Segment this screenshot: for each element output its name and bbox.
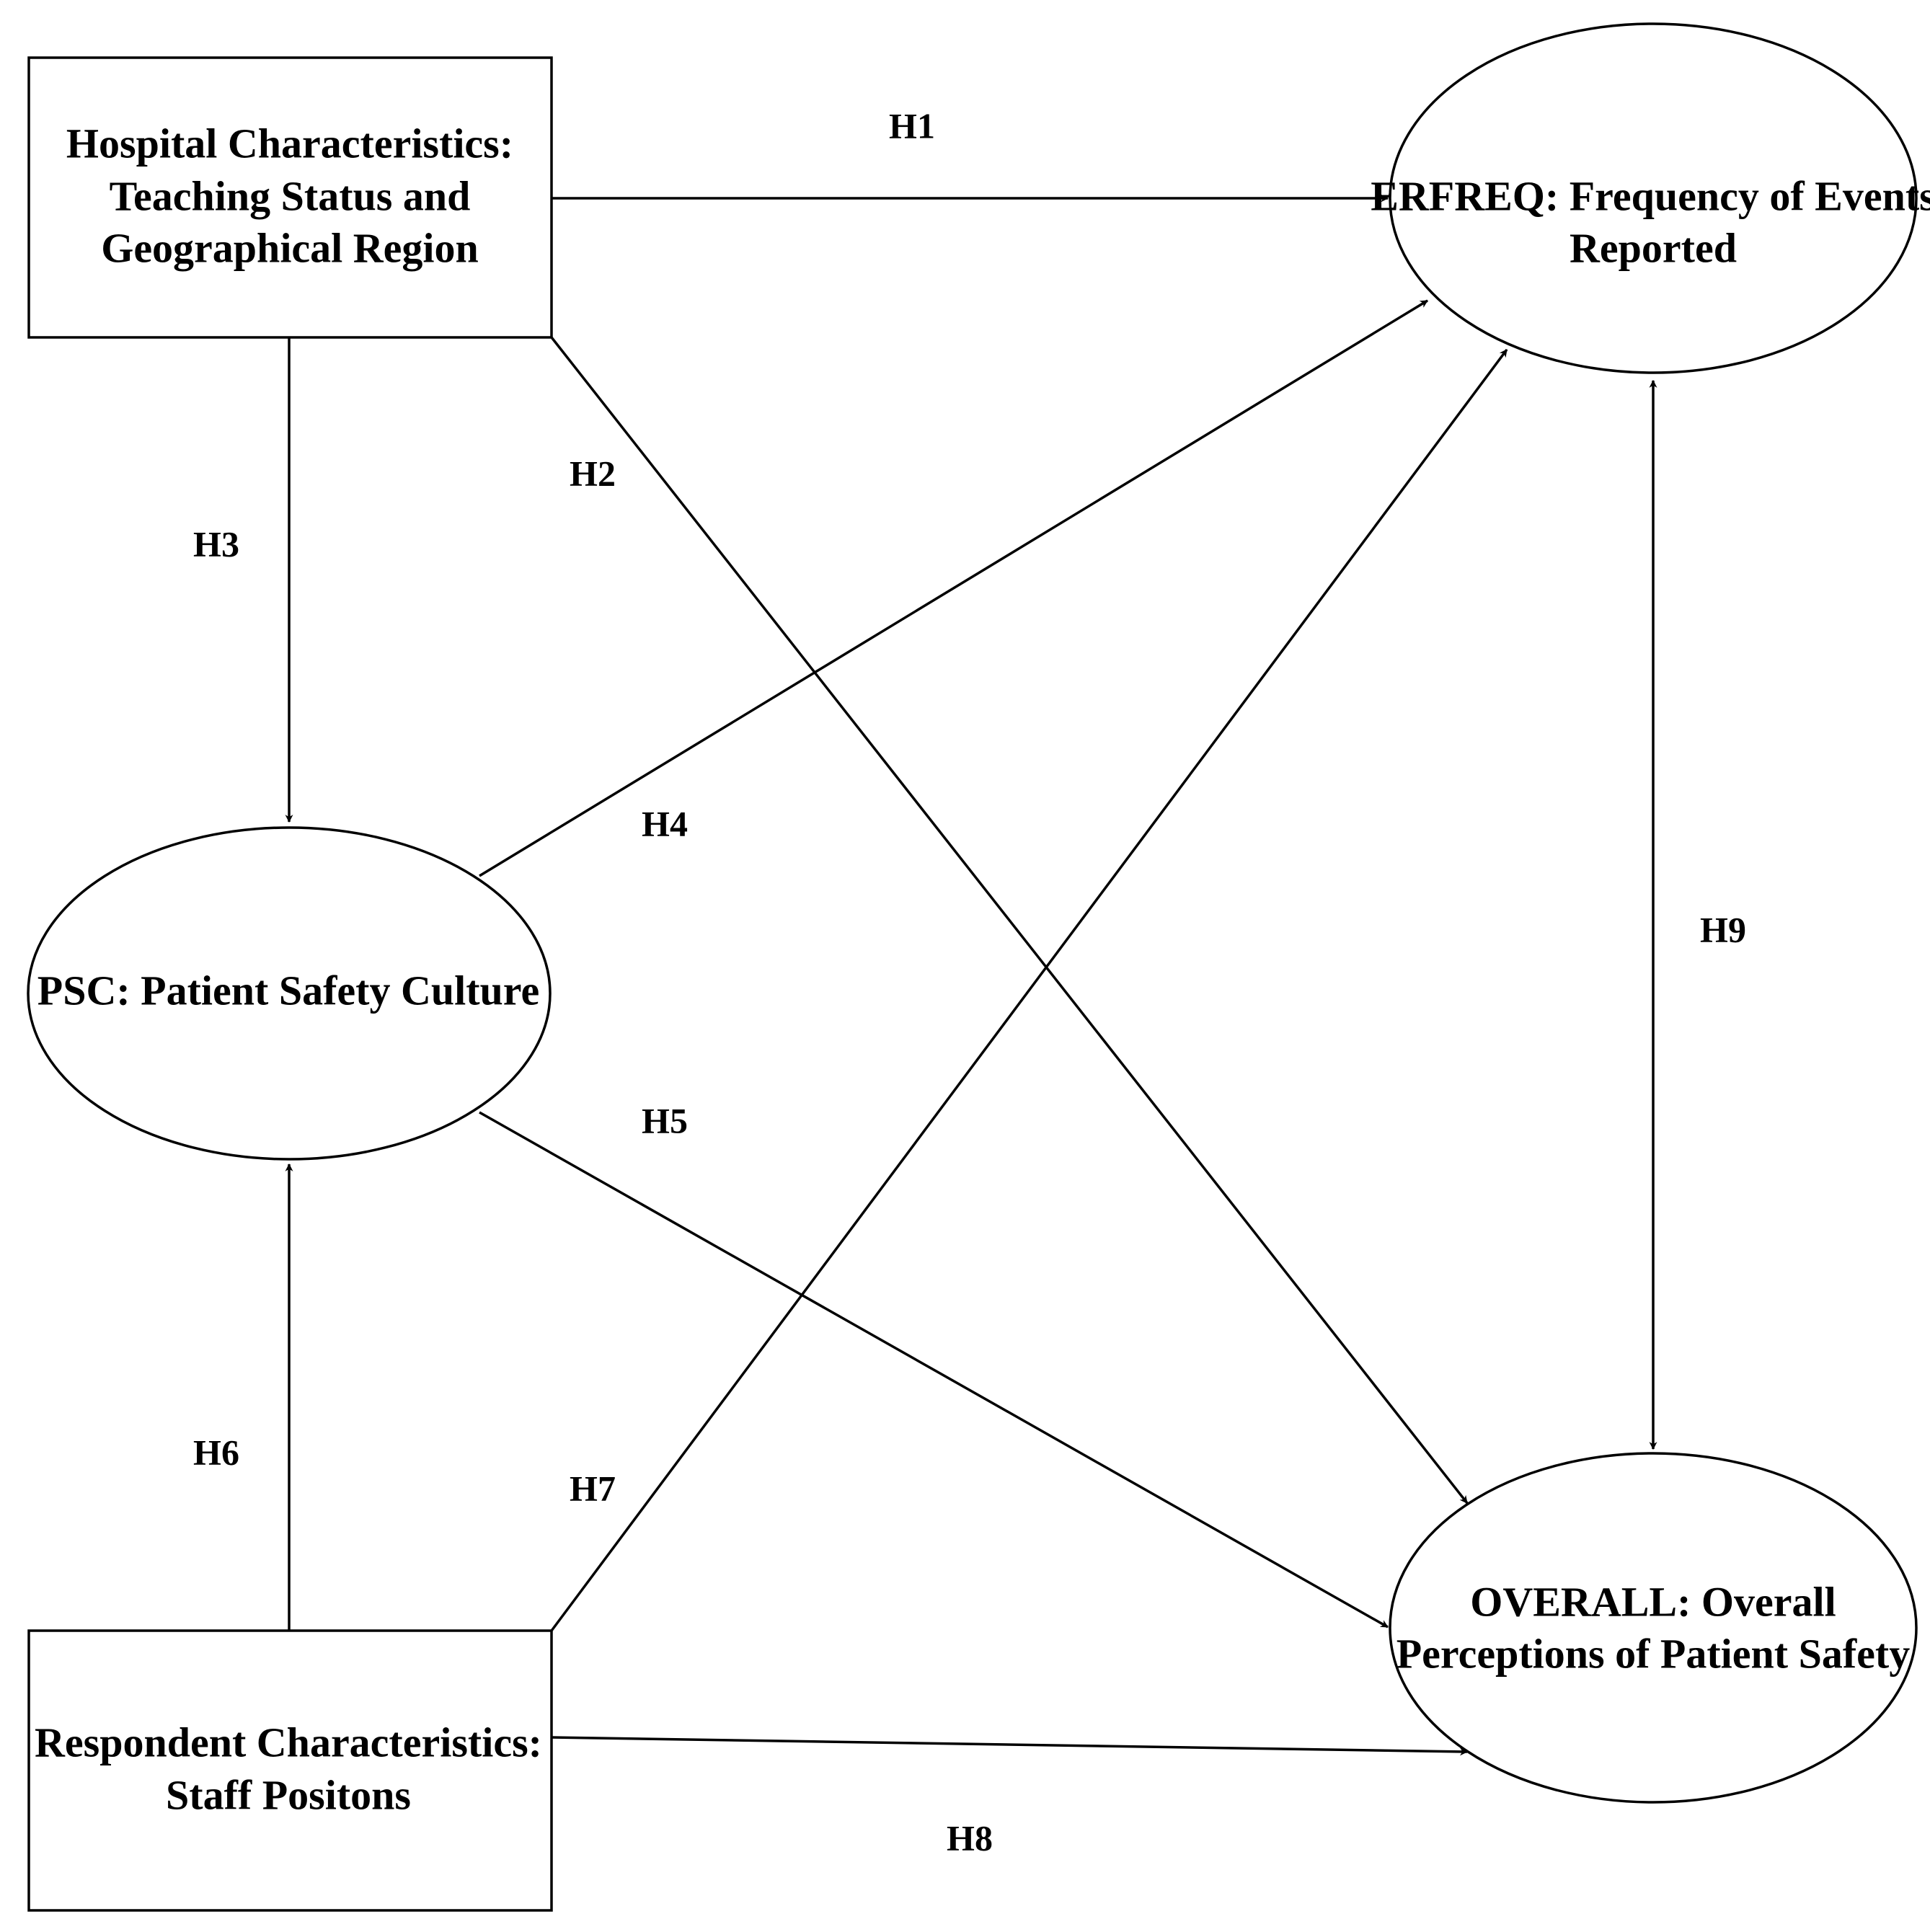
node-erfreq-line-2: Reported [1570, 224, 1737, 271]
edge-label-h3: H3 [193, 523, 239, 564]
edge-h5 [479, 1111, 1389, 1629]
edge-label-h5: H5 [642, 1100, 688, 1140]
node-erfreq-line-1: ERFREQ: Frequency of Events [1371, 172, 1930, 219]
node-overall: OVERALL: Overall Perceptions of Patient … [1389, 1452, 1918, 1804]
edge-h2 [550, 336, 1469, 1505]
node-overall-line-2: Perceptions of Patient Safety [1396, 1630, 1910, 1677]
node-respondent-line-1: Respondent Characteristics: [35, 1719, 542, 1765]
node-overall-line-1: OVERALL: Overall [1470, 1578, 1836, 1625]
node-respondent: Respondent Characteristics: Staff Posito… [27, 1629, 553, 1912]
edge-h7 [550, 348, 1508, 1632]
node-hospital-line-3: Geographical Region [101, 224, 479, 271]
edge-h4 [479, 299, 1428, 877]
node-psc: PSC: Patient Safety Culture [27, 826, 552, 1161]
edge-label-h7: H7 [570, 1468, 616, 1508]
edge-label-h2: H2 [570, 453, 616, 493]
edge-h8 [551, 1736, 1469, 1756]
edge-label-h1: H1 [889, 105, 935, 146]
node-respondent-line-2: Staff Positons [166, 1771, 411, 1818]
node-hospital: Hospital Characteristics: Teaching Statu… [27, 56, 553, 339]
edge-label-h4: H4 [642, 803, 688, 843]
edge-label-h8: H8 [947, 1817, 993, 1858]
edge-label-h9: H9 [1700, 909, 1746, 949]
node-hospital-line-2: Teaching Status and [110, 172, 471, 219]
node-erfreq: ERFREQ: Frequency of Events Reported [1371, 22, 1930, 374]
edge-label-h6: H6 [193, 1432, 239, 1472]
node-psc-line-1: PSC: Patient Safety Culture [37, 967, 539, 1014]
node-hospital-line-1: Hospital Characteristics: [66, 120, 513, 167]
